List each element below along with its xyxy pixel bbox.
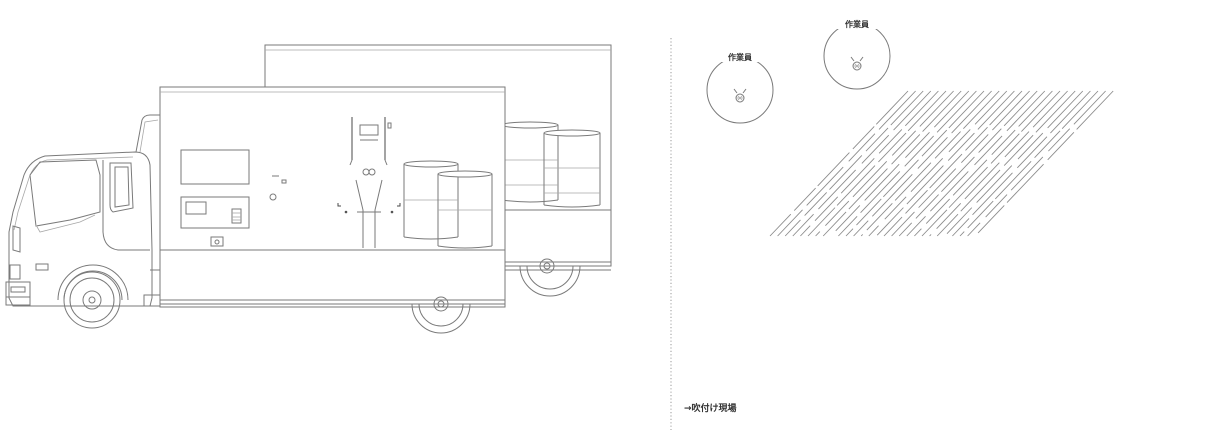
front-wheel (63, 271, 121, 329)
spray-site-caption: →吹付け現場 (684, 402, 737, 414)
hatch-line (845, 90, 985, 237)
worker-label: 作業員 (728, 52, 752, 62)
hatch-line (898, 90, 1038, 237)
person-icon (733, 88, 747, 103)
hatch-line (815, 90, 954, 237)
worker-right: 作業員 (823, 17, 891, 90)
hatch-line (792, 90, 932, 237)
hatch-line (906, 90, 1046, 237)
worker-label: 作業員 (845, 19, 869, 29)
rear-wheel (519, 258, 581, 297)
hatch-line (769, 90, 909, 237)
hatch-line (914, 90, 1053, 237)
middle-wheel (411, 296, 471, 334)
spray-area-hatching (769, 90, 1114, 237)
hatch-line (952, 90, 1091, 237)
hatch-line (807, 90, 947, 237)
hatch-line (777, 90, 916, 237)
hatch-line (967, 90, 1106, 237)
hatch-line (822, 90, 962, 237)
hatch-line (868, 90, 1008, 237)
spray-pump-assembly (337, 117, 401, 248)
hatch-line (838, 90, 977, 237)
drum-front-right (437, 170, 493, 249)
hatch-line (876, 90, 1015, 237)
control-panel-lower (180, 196, 250, 247)
worker-left: 作業員 (706, 50, 774, 124)
hatch-line (830, 90, 970, 237)
hatch-line (860, 90, 1000, 237)
hatch-line (853, 90, 992, 237)
hatch-line (974, 90, 1114, 237)
small-fittings (269, 175, 287, 201)
hatch-line (784, 90, 924, 237)
drum-rear-right (543, 129, 601, 208)
hatch-line (883, 90, 1023, 237)
hatch-line (891, 90, 1030, 237)
hatch-line (944, 90, 1084, 237)
truck-cab (5, 114, 161, 307)
hatch-line (929, 90, 1068, 237)
hatch-line (959, 90, 1099, 237)
hatch-line (936, 90, 1076, 237)
person-icon (850, 56, 864, 71)
control-panel-upper (180, 149, 250, 185)
hatch-line (800, 90, 939, 237)
hatch-line (921, 90, 1061, 237)
